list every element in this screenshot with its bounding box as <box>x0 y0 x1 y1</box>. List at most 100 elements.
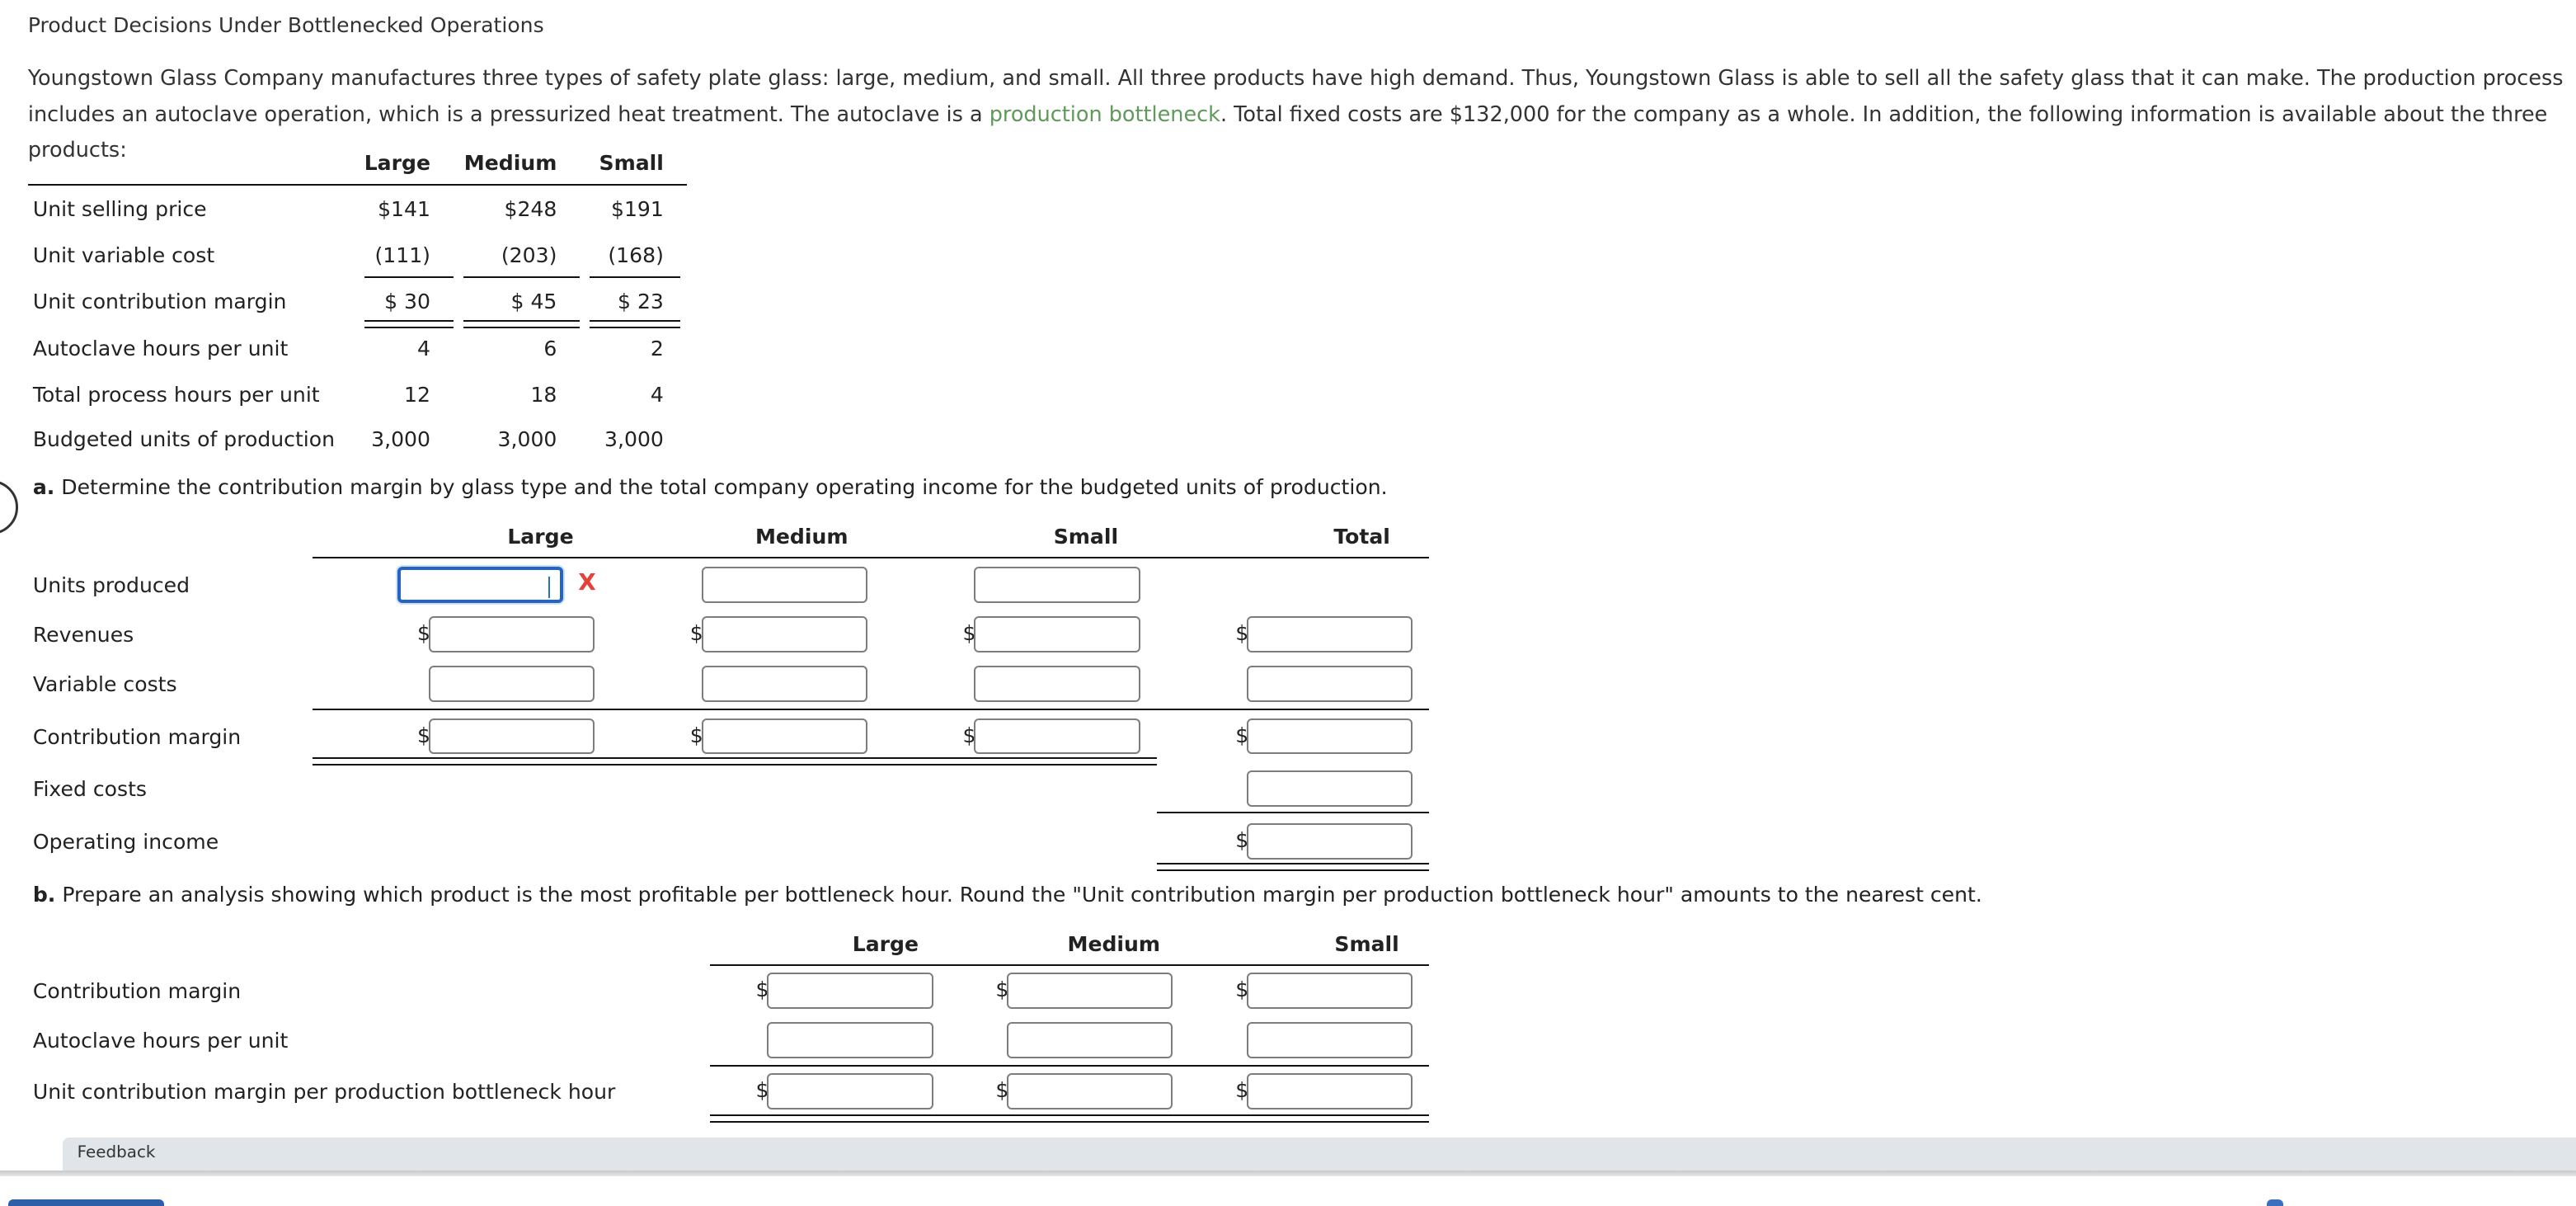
units-produced-medium-input[interactable] <box>701 567 867 604</box>
contribution-margin-medium-input[interactable] <box>701 718 867 755</box>
revenues-small-input[interactable] <box>974 616 1140 652</box>
part-b-text: Prepare an analysis showing which produc… <box>62 882 1982 907</box>
dollar-sign: $ <box>689 723 703 747</box>
incorrect-x-icon: X <box>578 568 596 596</box>
autoclave-hours-per-unit-small-input[interactable] <box>1247 1022 1413 1059</box>
nav-button[interactable] <box>7 1199 165 1206</box>
dollar-sign: $ <box>962 723 976 747</box>
revenues-medium-input[interactable] <box>701 616 867 652</box>
contribution-margin-large-input[interactable] <box>767 973 933 1010</box>
dollar-sign: $ <box>1235 1077 1249 1102</box>
contribution-margin-total-input[interactable] <box>1247 718 1413 755</box>
dollar-sign: $ <box>755 978 769 1002</box>
autoclave-hours-per-unit-large-input[interactable] <box>767 1022 933 1059</box>
table-cell: $141 <box>378 197 430 222</box>
row-label: Unit selling price <box>32 197 207 222</box>
total-double-rule <box>364 320 454 329</box>
part-a-text: Determine the contribution margin by gla… <box>61 474 1388 499</box>
table-cell: 18 <box>530 383 557 407</box>
units-produced-large-input[interactable] <box>397 567 564 604</box>
row-label-variable-costs: Variable costs <box>32 671 177 696</box>
subtotal-rule <box>709 1065 1430 1067</box>
column-header-small: Small <box>1334 931 1399 956</box>
column-header-total: Total <box>1333 524 1390 549</box>
revenues-total-input[interactable] <box>1247 616 1413 652</box>
row-label: Autoclave hours per unit <box>32 337 289 361</box>
table-cell: $191 <box>611 197 664 222</box>
revenues-large-input[interactable] <box>428 616 595 652</box>
total-double-rule <box>1156 862 1430 871</box>
variable-costs-medium-input[interactable] <box>701 665 867 702</box>
variable-costs-large-input[interactable] <box>428 665 595 702</box>
dollar-sign: $ <box>1235 621 1249 646</box>
header-rule <box>709 964 1430 967</box>
page-title: Product Decisions Under Bottlenecked Ope… <box>27 12 544 37</box>
dollar-sign: $ <box>417 723 430 747</box>
row-label-unit-contribution-margin-per-production-bottleneck-hour: Unit contribution margin per production … <box>32 1079 616 1104</box>
variable-costs-small-input[interactable] <box>974 665 1140 702</box>
table-cell: 2 <box>650 337 664 361</box>
contribution-margin-small-input[interactable] <box>974 718 1140 755</box>
row-label-contribution-margin: Contribution margin <box>32 979 242 1004</box>
total-double-rule <box>709 1114 1430 1123</box>
bottom-toolbar <box>0 1170 2576 1177</box>
table-cell: $248 <box>504 197 557 222</box>
column-header-medium: Medium <box>463 151 557 176</box>
table-cell: 12 <box>404 383 430 407</box>
contribution-margin-large-input[interactable] <box>428 718 595 755</box>
contribution-margin-small-input[interactable] <box>1247 973 1413 1010</box>
column-header-large: Large <box>507 524 574 549</box>
operating-income-total-input[interactable] <box>1247 823 1413 860</box>
table-cell: $ 23 <box>618 289 664 313</box>
intro-text: Youngstown Glass Company manufactures th… <box>27 65 2564 127</box>
column-header-medium: Medium <box>754 524 848 549</box>
subtotal-rule <box>590 276 680 278</box>
dollar-sign: $ <box>417 621 430 646</box>
fixed-costs-total-input[interactable] <box>1247 770 1413 808</box>
unit-contribution-margin-per-production-bottleneck-hour-large-input[interactable] <box>767 1072 933 1109</box>
table-cell: 3,000 <box>371 426 430 451</box>
table-cell: 4 <box>650 383 664 407</box>
subtotal-rule <box>364 276 454 278</box>
feedback-label: Feedback <box>77 1142 156 1161</box>
table-cell: 3,000 <box>497 426 557 451</box>
dollar-sign: $ <box>1235 723 1249 747</box>
column-header-small: Small <box>599 151 664 176</box>
subtotal-rule <box>1156 812 1430 814</box>
column-header-medium: Medium <box>1067 931 1161 956</box>
dollar-sign: $ <box>689 621 703 646</box>
autoclave-hours-per-unit-medium-input[interactable] <box>1007 1022 1173 1059</box>
glossary-link-production-bottleneck[interactable]: production bottleneck <box>989 101 1220 127</box>
intro-text-end: . Total fixed costs are $132,000 for the… <box>27 101 2548 163</box>
units-produced-small-input[interactable] <box>974 567 1140 604</box>
row-label-autoclave-hours-per-unit: Autoclave hours per unit <box>32 1029 289 1053</box>
row-label: Budgeted units of production <box>32 426 336 451</box>
nav-control[interactable] <box>2267 1199 2284 1206</box>
contribution-margin-medium-input[interactable] <box>1007 973 1173 1010</box>
dollar-sign: $ <box>962 621 976 646</box>
unit-contribution-margin-per-production-bottleneck-hour-small-input[interactable] <box>1247 1072 1413 1109</box>
table-cell: $ 30 <box>384 289 430 313</box>
total-double-rule <box>590 320 680 329</box>
unit-contribution-margin-per-production-bottleneck-hour-medium-input[interactable] <box>1007 1072 1173 1109</box>
feedback-panel[interactable]: Feedback <box>62 1137 2576 1171</box>
dollar-sign: $ <box>1235 978 1249 1002</box>
total-double-rule <box>463 320 581 329</box>
part-a-question: a. Determine the contribution margin by … <box>33 475 1388 499</box>
table-cell: 4 <box>417 337 430 361</box>
row-label: Unit variable cost <box>32 243 215 267</box>
part-a-letter: a. <box>32 474 55 499</box>
problem-intro: Youngstown Glass Company manufactures th… <box>28 61 2566 169</box>
dollar-sign: $ <box>755 1077 769 1102</box>
table-cell: (203) <box>501 243 557 267</box>
variable-costs-total-input[interactable] <box>1247 665 1413 702</box>
part-b-letter: b. <box>32 882 56 907</box>
dollar-sign: $ <box>1235 828 1249 853</box>
row-label-revenues: Revenues <box>32 623 134 648</box>
total-double-rule <box>312 757 1157 766</box>
row-label: Total process hours per unit <box>32 383 320 407</box>
row-label: Unit contribution margin <box>32 289 287 313</box>
column-header-large: Large <box>852 931 919 956</box>
table-cell: (111) <box>374 243 430 267</box>
